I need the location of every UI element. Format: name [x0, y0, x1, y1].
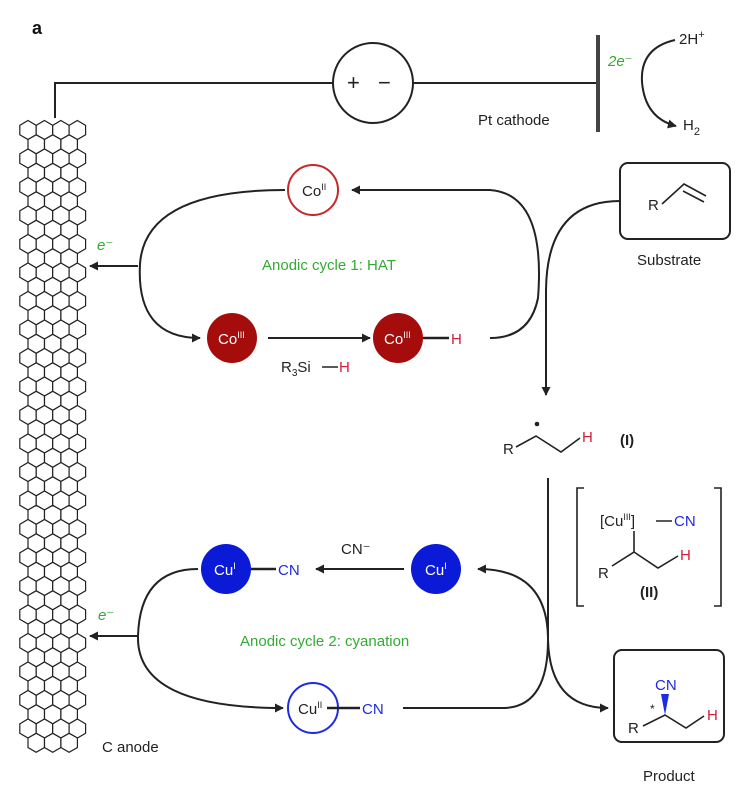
radical-dot — [534, 421, 540, 427]
co-iii-h-label: CoIII — [384, 330, 411, 348]
int2-cu: [CuIII] — [600, 512, 635, 530]
cycle1-label: Anodic cycle 1: HAT — [262, 257, 396, 274]
hydride-h: H — [451, 331, 462, 348]
cycle1-top-arrow — [351, 185, 540, 339]
panel-label: a — [32, 18, 43, 38]
substrate-box — [619, 162, 731, 240]
substrate-r: R — [648, 197, 659, 214]
cu-i-label: CuI — [425, 561, 447, 579]
product-skeleton — [642, 714, 705, 729]
hydrogen-gas-label: H2 — [683, 117, 700, 138]
product-star: * — [650, 702, 655, 716]
cycle1-electron: e⁻ — [97, 237, 113, 254]
cu-i-cyanide — [201, 544, 251, 594]
cycle2-label: Anodic cycle 2: cyanation — [240, 633, 409, 650]
co-iii-label: CoIII — [218, 330, 245, 348]
co-iii-hydride — [373, 313, 423, 363]
cathode-label: Pt cathode — [478, 112, 550, 129]
product-label: Product — [643, 768, 696, 785]
cycle2-left-arc — [136, 568, 284, 713]
cu-i-cn: CN — [278, 562, 300, 579]
silane-label: R3Si — [281, 359, 311, 379]
cycle2-electron: e⁻ — [98, 607, 114, 624]
proton-reduction-arrow — [640, 39, 677, 129]
int2-id: (II) — [640, 584, 658, 601]
silane-h: H — [339, 359, 350, 376]
int2-cn: CN — [674, 513, 696, 530]
graphite-anode-lattice — [19, 119, 87, 753]
product-box — [613, 649, 725, 743]
product-cn: CN — [655, 677, 677, 694]
power-supply: + − — [332, 42, 414, 124]
substrate-alkene — [661, 183, 707, 205]
cyanide-label: CN⁻ — [341, 541, 371, 558]
product-h: H — [707, 707, 718, 724]
plus-sign: + — [347, 70, 360, 95]
cu-ii-cn: CN — [362, 701, 384, 718]
int2-h: H — [680, 547, 691, 564]
minus-sign: − — [378, 70, 391, 95]
radical-intermediate-i: R H (I) — [503, 421, 634, 458]
int2-r: R — [598, 565, 609, 582]
circuit-wire — [54, 82, 333, 118]
graphite-hexagon — [43, 732, 62, 753]
cycle1-left-arc — [138, 189, 286, 343]
co-iii-catalyst — [207, 313, 257, 363]
graphite-hexagon — [27, 732, 46, 753]
cu-i-catalyst — [411, 544, 461, 594]
co-ii-catalyst — [287, 164, 339, 216]
int1-h: H — [582, 429, 593, 446]
cu-ii-cn-label: CuII — [298, 700, 322, 718]
radical-to-product-arrow — [547, 478, 609, 713]
int1-id: (I) — [620, 432, 634, 449]
substrate-feed-arrow — [541, 200, 621, 396]
cu-i-cn-label: CuI — [214, 561, 236, 579]
co-ii-label: CoII — [302, 182, 326, 200]
graphite-hexagon — [60, 732, 79, 753]
substrate-label: Substrate — [637, 252, 701, 269]
int1-r: R — [503, 441, 514, 458]
copper-intermediate-ii: [CuIII] CN R H (II) — [576, 487, 722, 607]
product-r: R — [628, 720, 639, 737]
cathode-electrons: 2e⁻ — [607, 53, 633, 70]
product-wedge — [661, 694, 669, 715]
anode-label: C anode — [102, 739, 159, 756]
proton-label: 2H+ — [679, 29, 705, 48]
